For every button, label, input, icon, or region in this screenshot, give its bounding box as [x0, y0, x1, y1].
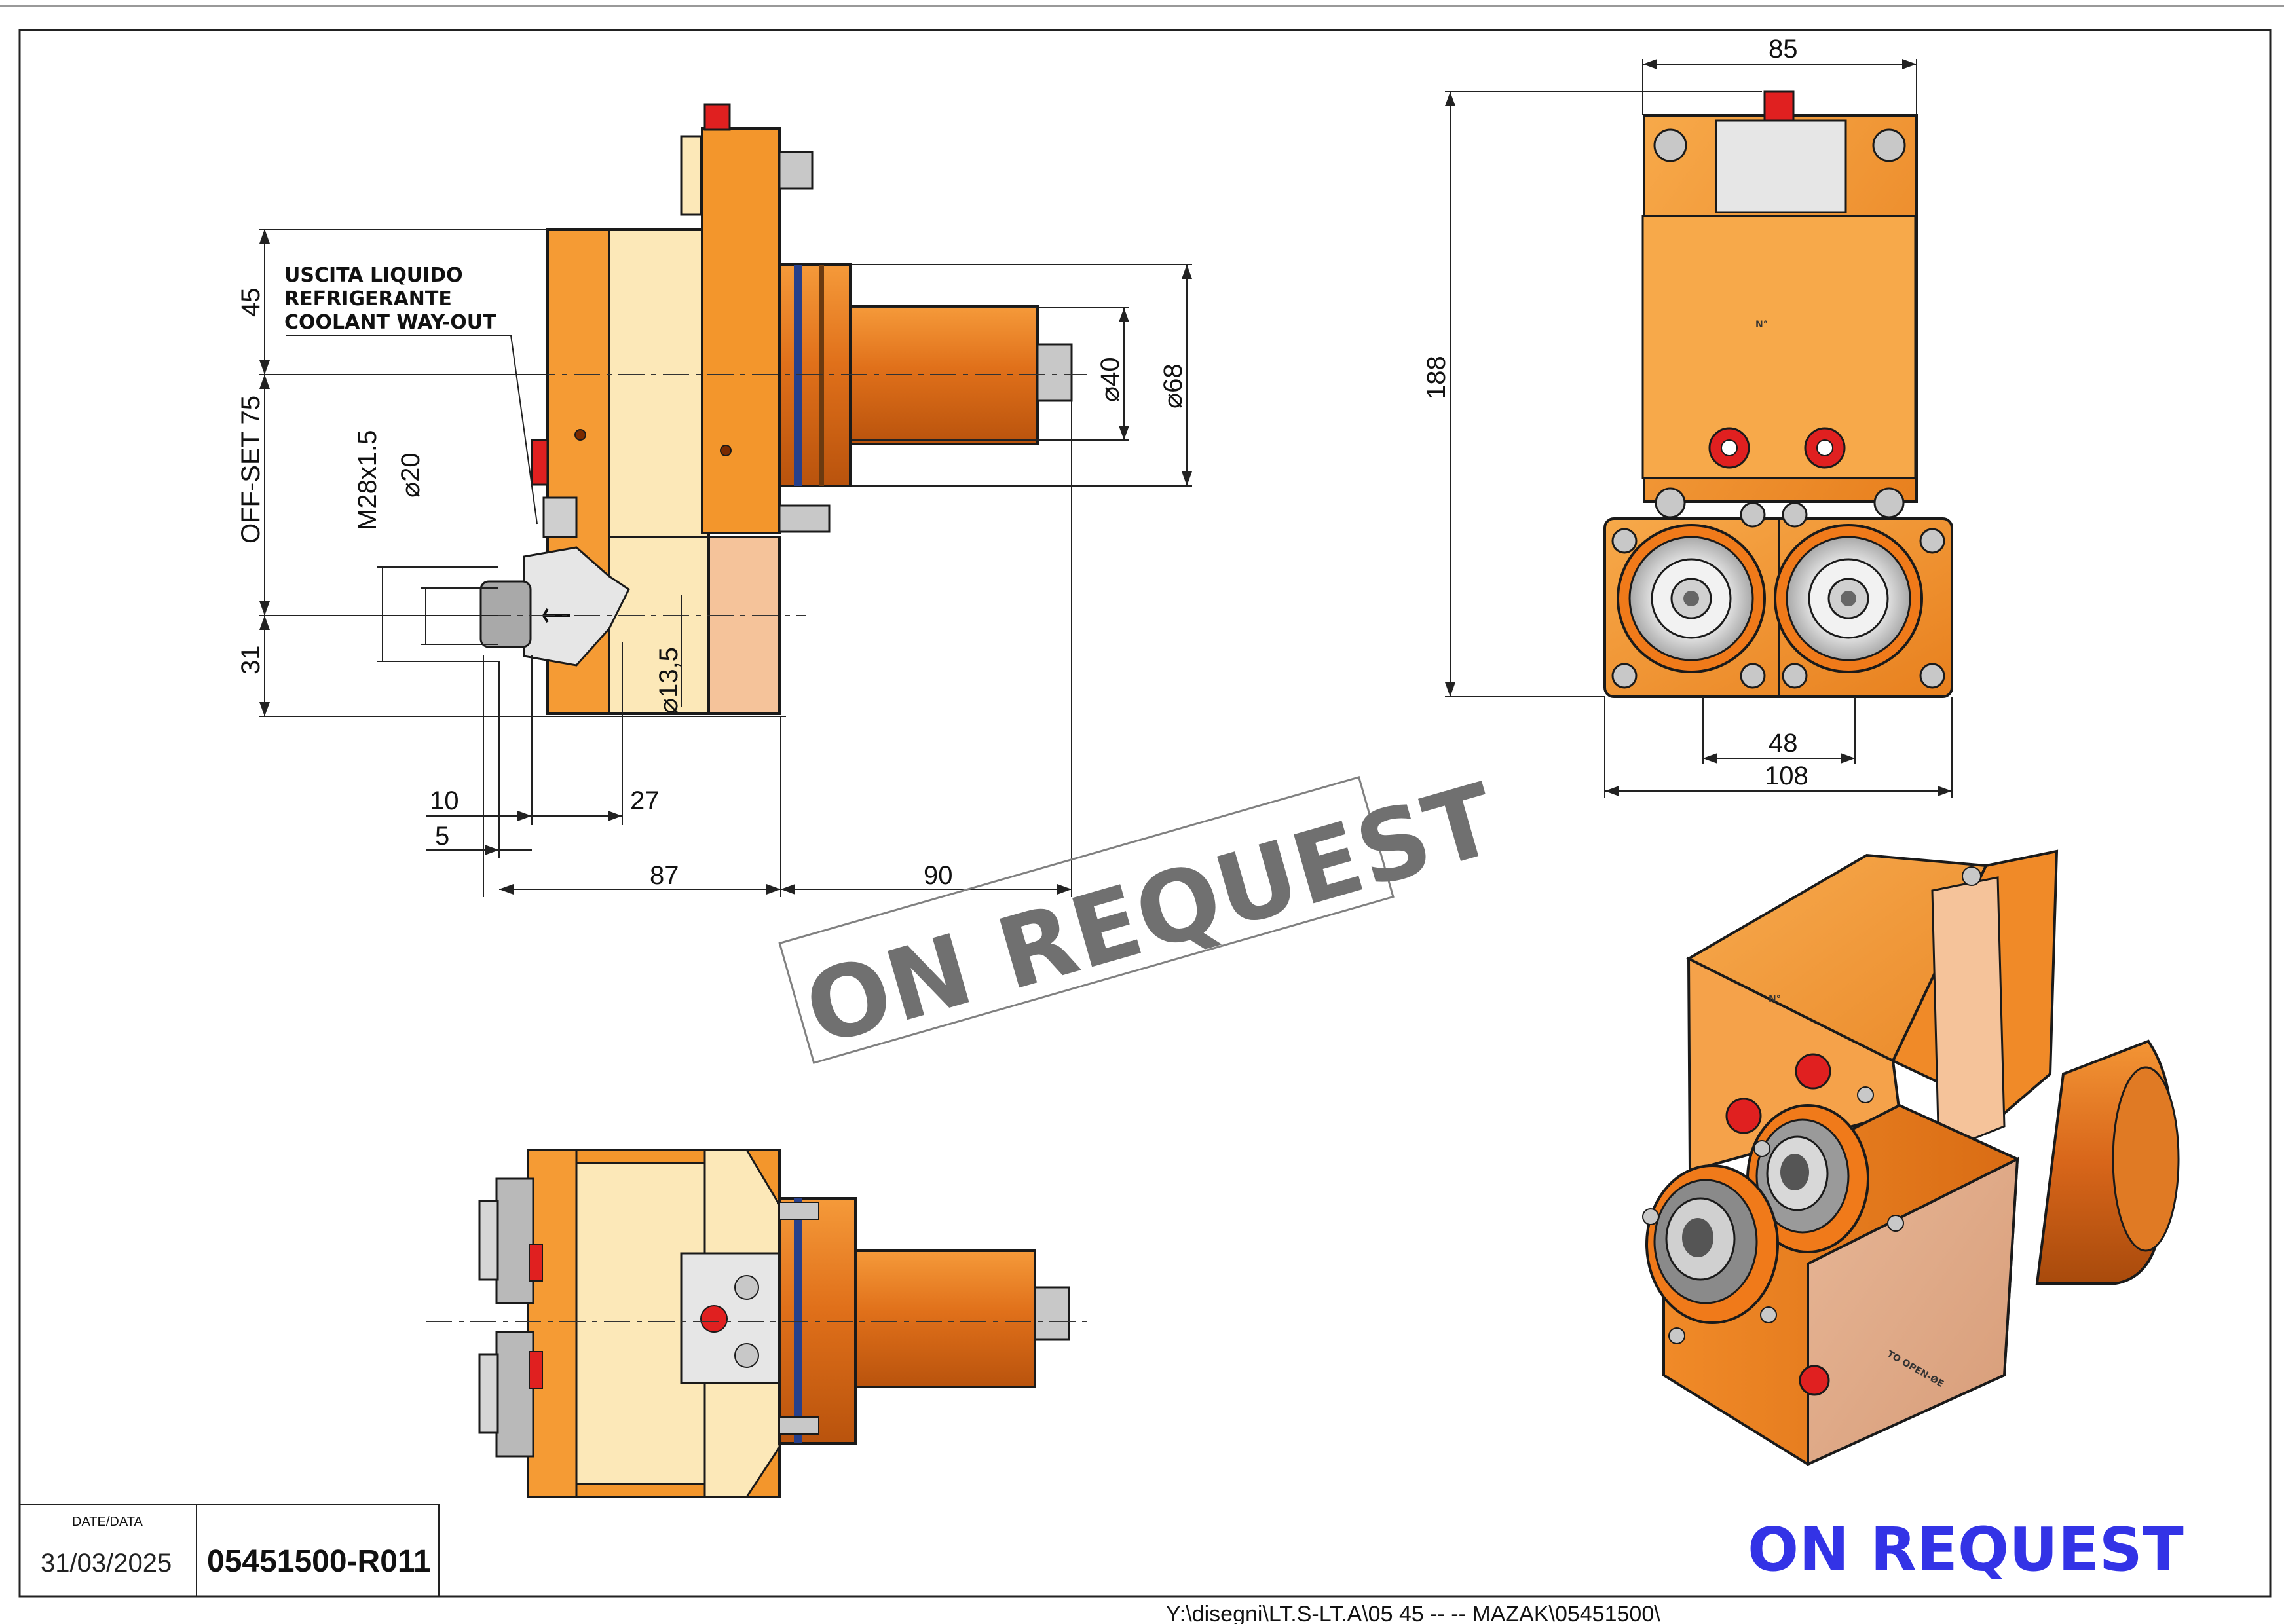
front-dim-arrows: [259, 229, 1192, 895]
iso-number-mark: N°: [1769, 994, 1781, 1005]
top-body-left-plate: [527, 1149, 578, 1498]
dim-85-label: 85: [1769, 35, 1798, 64]
top-coolant-screw-2: [734, 1343, 759, 1368]
on-request-stamp: ON REQUEST: [778, 762, 1508, 1068]
top-shaft: [854, 1249, 1036, 1388]
iso-lower-side: [1807, 1156, 2019, 1467]
top-shaft-tip: [1034, 1286, 1070, 1341]
iso-housing-screws: [1642, 1086, 1904, 1344]
dim-31-label: 31: [236, 646, 265, 675]
date-label: DATE/DATA: [72, 1515, 143, 1529]
front-body-cream-lower: [608, 536, 710, 715]
top-coolant-screw-1: [734, 1275, 759, 1300]
stamp-text: ON REQUEST: [793, 762, 1508, 1067]
date-value: 31/03/2025: [41, 1549, 172, 1578]
side-dim-lines: [1445, 59, 1953, 798]
front-red-plug: [703, 103, 731, 131]
iso-shaft-end: [2112, 1066, 2180, 1252]
front-screw-head-bottom: [778, 504, 831, 533]
iso-red-plug-1: [1795, 1053, 1831, 1090]
dim-5-label: 5: [435, 822, 449, 851]
side-housing-screws: [1611, 502, 1945, 689]
front-dim-lines: [259, 229, 1192, 897]
sheet-border: [18, 29, 2272, 1598]
dim-27-label: 27: [630, 786, 660, 815]
side-number-mark: N°: [1755, 320, 1768, 330]
iso-back-plate-peach: [1931, 876, 2006, 1154]
dim-48-label: 48: [1769, 729, 1798, 758]
side-cap-screw-mr: [1873, 487, 1905, 519]
on-request-label: ON REQUEST: [1748, 1515, 2184, 1585]
top-screw-1: [779, 1202, 819, 1220]
sheet-outer-line: [0, 5, 2284, 7]
dim-dia13-label: ⌀13,5: [654, 647, 683, 714]
top-view: [426, 1149, 1087, 1498]
front-red-side-plug: [531, 439, 549, 486]
dim-offset-label: OFF-SET 75: [236, 396, 265, 544]
coolant-note-line3: COOLANT WAY-OUT: [284, 311, 496, 334]
dim-108-label: 108: [1765, 762, 1808, 790]
side-red-top-plug: [1763, 90, 1795, 122]
coolant-note-line1: USCITA LIQUIDO: [284, 264, 463, 287]
file-path: Y:\disegni\LT.S-LT.A\05 45 -- -- MAZAK\0…: [1166, 1602, 1660, 1624]
front-top-cap: [680, 135, 702, 216]
dim-dia40-label: ⌀40: [1096, 357, 1125, 402]
side-cap-screw-ml: [1655, 487, 1686, 519]
iso-top-screw: [1962, 866, 1981, 886]
top-screw-2: [779, 1416, 819, 1435]
dim-87-label: 87: [650, 861, 679, 890]
front-shaft-tip: [1036, 343, 1073, 402]
side-cap-screw-tl: [1653, 128, 1687, 162]
title-block-code-cell: [196, 1504, 440, 1597]
dim-10-label: 10: [430, 786, 459, 815]
front-chuck-body: [523, 546, 630, 667]
side-cap-screw-tr: [1872, 128, 1906, 162]
front-body-flange: [701, 127, 781, 534]
side-spindle-left: [1617, 524, 1766, 673]
iso-spindle-2: [1645, 1164, 1779, 1324]
dim-dia68-label: ⌀68: [1159, 363, 1188, 409]
dim-thread-label: M28x1.5: [353, 430, 382, 530]
coolant-note-line2: REFRIGERANTE: [284, 287, 452, 310]
drawing-code: 05451500-R011: [207, 1544, 431, 1579]
side-red-plug-right-core: [1816, 439, 1833, 456]
front-small-hole-1: [574, 429, 586, 441]
iso-red-plug-2: [1725, 1098, 1762, 1134]
side-view: N°: [1422, 35, 1953, 798]
front-chuck-nut: [542, 496, 578, 538]
side-spindle-right: [1774, 524, 1923, 673]
front-collet: [479, 580, 532, 648]
title-block: DATE/DATA 31/03/2025 05451500-R011: [19, 1504, 440, 1597]
side-body-panel: [1641, 215, 1917, 479]
top-coolant-red-dot: [700, 1305, 728, 1333]
side-dim-arrows: [1445, 59, 1952, 796]
iso-spindle-1: [1746, 1104, 1869, 1253]
front-body-peach-block: [707, 536, 781, 715]
dim-45-label: 45: [236, 288, 265, 318]
dim-dia20-label: ⌀20: [396, 452, 425, 498]
front-small-hole-2: [720, 445, 732, 456]
dim-90-label: 90: [924, 861, 953, 890]
front-screw-head-top: [778, 151, 814, 190]
stamp-frame: [778, 775, 1395, 1064]
front-body-cream-block: [608, 228, 710, 538]
side-red-plug-left-core: [1721, 439, 1738, 456]
side-top-clamp: [1715, 119, 1847, 213]
isometric-view: N° TO OPEN-ØE: [1642, 849, 2180, 1467]
dim-188-label: 188: [1422, 356, 1451, 399]
top-left-nuts: [478, 1177, 543, 1458]
front-view: 45 OFF-SET 75 31 M28x1.5 ⌀20 ⌀13,5 ⌀40 ⌀…: [236, 103, 1192, 897]
iso-bottom-red-plug: [1799, 1365, 1830, 1396]
top-coolant-block: [680, 1252, 781, 1384]
